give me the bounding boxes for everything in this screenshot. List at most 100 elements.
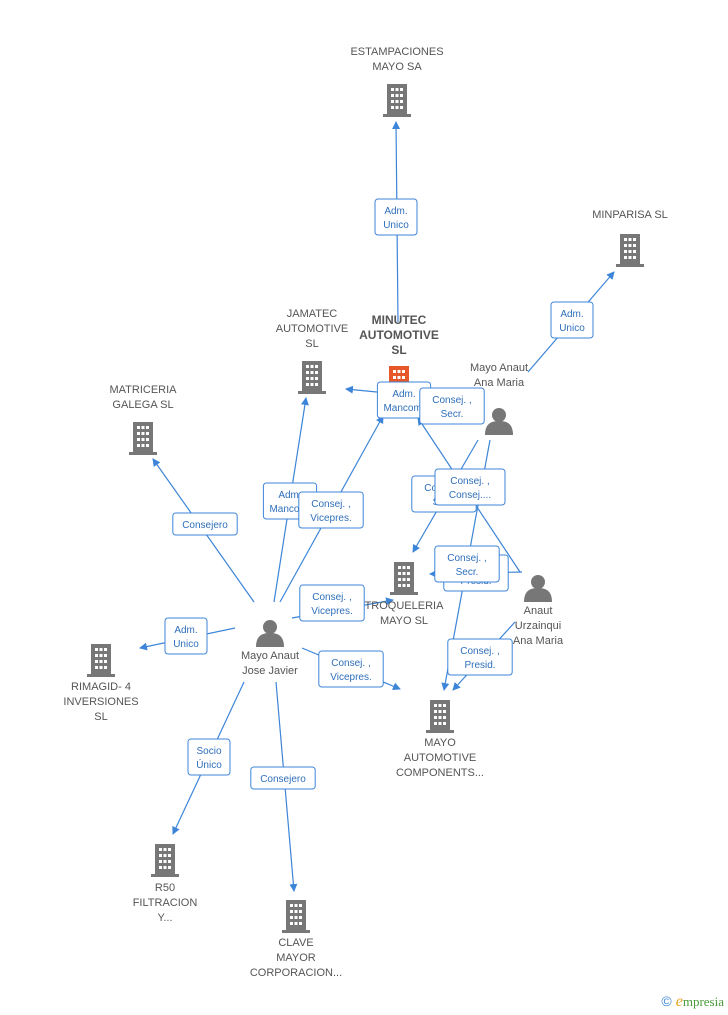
edge-label-box[interactable]: [419, 387, 485, 425]
node-label: CORPORACION...: [250, 967, 342, 979]
node-label: Mayo Anaut: [241, 650, 299, 662]
edge-label[interactable]: Consej. ,Presid.: [447, 638, 513, 676]
edge-label-text: Único: [196, 758, 222, 771]
building-icon[interactable]: [426, 700, 454, 733]
edge-label-text: Consej. ,: [460, 646, 499, 657]
edge-label-box[interactable]: [172, 512, 238, 536]
node-mayo_comp[interactable]: MAYOAUTOMOTIVECOMPONENTS...: [396, 700, 484, 779]
edge-label-text: Adm.: [392, 389, 415, 400]
node-label: MINPARISA SL: [592, 209, 668, 221]
empresia-logo[interactable]: ©empresia: [661, 993, 724, 1011]
node-clave[interactable]: CLAVEMAYORCORPORACION...: [250, 900, 342, 979]
node-minparisa[interactable]: MINPARISA SL: [592, 209, 668, 267]
edge-label-text: Vicepres.: [311, 606, 353, 617]
edge-label-text: Secr.: [441, 409, 464, 420]
node-label: JAMATEC: [287, 308, 338, 320]
node-label: TROQUELERIA: [365, 600, 445, 612]
edge-label-box[interactable]: [550, 301, 594, 339]
edge-label-text: Consej. ,: [450, 476, 489, 487]
edge-label-text: Mancom.: [383, 403, 424, 414]
building-icon[interactable]: [383, 84, 411, 117]
building-icon[interactable]: [129, 422, 157, 455]
node-label: MATRICERIA: [109, 384, 177, 396]
edge-label-box[interactable]: [374, 198, 418, 236]
building-icon[interactable]: [87, 644, 115, 677]
building-icon[interactable]: [616, 234, 644, 267]
edge-label-text: Vicepres.: [330, 672, 372, 683]
edge-label[interactable]: Consej. ,Vicepres.: [318, 650, 384, 688]
node-label: SL: [305, 338, 318, 350]
edge-label-box[interactable]: [447, 638, 513, 676]
person-icon[interactable]: [524, 575, 552, 602]
node-label: R50: [155, 882, 175, 894]
edge-label-text: Secr.: [456, 567, 479, 578]
edge-label-box[interactable]: [298, 491, 364, 529]
building-icon[interactable]: [151, 844, 179, 877]
brand-initial: e: [675, 993, 683, 1010]
node-label: COMPONENTS...: [396, 767, 484, 779]
edge-label-box[interactable]: [164, 617, 208, 655]
node-rimagid[interactable]: RIMAGID- 4 INVERSIONES SL: [63, 644, 139, 723]
edge-label-box[interactable]: [299, 584, 365, 622]
edge-label-text: Consej. ,: [447, 553, 486, 564]
node-label: AUTOMOTIVE: [404, 752, 477, 764]
edge-label-text: Socio: [196, 746, 221, 757]
node-label: Y...: [157, 912, 172, 924]
node-label: MAYO SA: [372, 61, 422, 73]
node-label: INVERSIONES: [63, 696, 138, 708]
node-label: GALEGA SL: [112, 399, 173, 411]
edge-label-box[interactable]: [318, 650, 384, 688]
node-label: Urzainqui: [515, 620, 561, 632]
copyright-symbol: ©: [661, 993, 672, 1009]
node-label: FILTRACION: [133, 897, 198, 909]
edge-label-text: Consejero: [182, 520, 228, 531]
edge-label[interactable]: Consejero: [250, 766, 316, 790]
edge-label[interactable]: Consej. ,Vicepres.: [299, 584, 365, 622]
edge-label-text: Mancom.: [269, 504, 310, 515]
edge-label[interactable]: Adm.Unico: [550, 301, 594, 339]
edge-label-box[interactable]: [434, 468, 506, 506]
node-matriceria[interactable]: MATRICERIA GALEGA SL: [109, 384, 177, 455]
edge-label-box[interactable]: [250, 766, 316, 790]
node-label: Anaut: [524, 605, 553, 617]
edge-label-box[interactable]: [434, 545, 500, 583]
edge-label-text: Adm.: [384, 206, 407, 217]
node-label: RIMAGID- 4: [71, 681, 131, 693]
edge-label[interactable]: Consej. , Secr.: [434, 545, 500, 583]
building-icon[interactable]: [390, 562, 418, 595]
edge-label[interactable]: Consejero: [172, 512, 238, 536]
building-icon[interactable]: [298, 361, 326, 394]
node-label: SL: [94, 711, 107, 723]
edge-label[interactable]: Consej. , Consej....: [434, 468, 506, 506]
edge-label-text: Consej....: [449, 490, 491, 501]
node-label: Ana Maria: [474, 377, 525, 389]
edge-label[interactable]: Consej. , Secr.: [419, 387, 485, 425]
edge-label-text: Unico: [383, 220, 409, 231]
edge-label-text: Consejero: [260, 774, 306, 785]
building-icon[interactable]: [282, 900, 310, 933]
edge-label[interactable]: Adm.Unico: [164, 617, 208, 655]
edge-label-text: Vicepres.: [310, 513, 352, 524]
person-icon[interactable]: [485, 408, 513, 435]
person-icon[interactable]: [256, 620, 284, 647]
edge-label-box[interactable]: [187, 738, 231, 776]
node-label: SL: [391, 343, 406, 357]
edge-label[interactable]: Consej. ,Vicepres.: [298, 491, 364, 529]
edge-label-text: Unico: [559, 323, 585, 334]
brand-name: mpresia: [682, 994, 724, 1009]
edge-label[interactable]: Adm. Unico: [374, 198, 418, 236]
node-label: AUTOMOTIVE: [359, 328, 439, 342]
edge-label-text: Consej. ,: [432, 395, 471, 406]
